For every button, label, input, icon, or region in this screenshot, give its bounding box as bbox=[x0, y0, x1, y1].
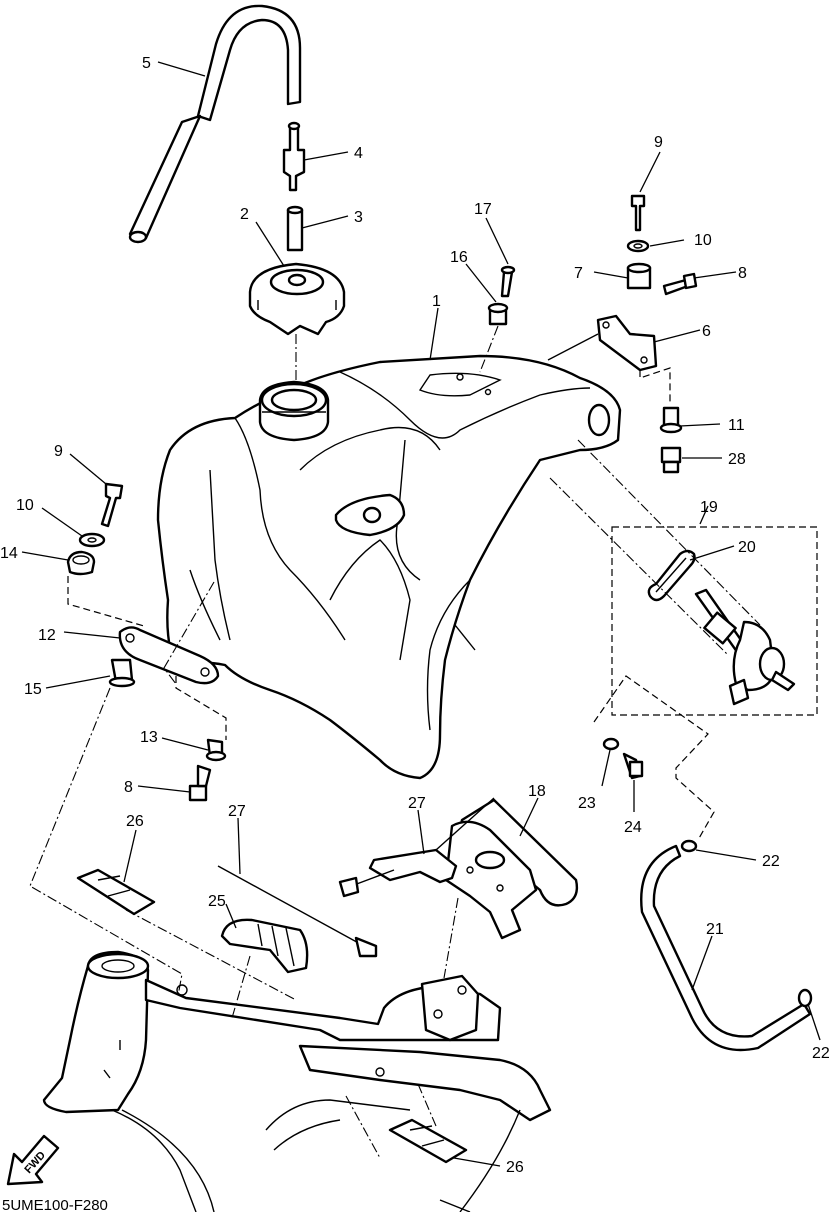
callout-8-left: 8 bbox=[124, 779, 133, 796]
bracket-12 bbox=[118, 626, 220, 685]
filler-neck bbox=[258, 380, 330, 442]
breather-hose bbox=[128, 4, 302, 244]
callout-27-right: 27 bbox=[408, 795, 426, 812]
collar-13 bbox=[205, 738, 227, 762]
fuel-cock-assembly-box bbox=[611, 526, 818, 716]
callout-14: 14 bbox=[0, 545, 18, 562]
washer-23 bbox=[602, 737, 620, 751]
bolt-9-top bbox=[630, 194, 646, 232]
callout-17: 17 bbox=[474, 201, 492, 218]
callout-28: 28 bbox=[728, 451, 746, 468]
fuel-tank bbox=[156, 354, 622, 780]
callout-27-left: 27 bbox=[228, 803, 246, 820]
callout-9-left: 9 bbox=[54, 443, 63, 460]
callout-21: 21 bbox=[706, 921, 724, 938]
fuel-cock-gasket bbox=[647, 549, 696, 602]
callout-13: 13 bbox=[140, 729, 158, 746]
frame bbox=[42, 950, 552, 1212]
collar-15 bbox=[108, 658, 136, 688]
callout-15: 15 bbox=[24, 681, 42, 698]
washer-10-left bbox=[78, 532, 106, 548]
screw-17 bbox=[500, 265, 516, 298]
band-27b bbox=[217, 865, 378, 958]
grommet-14 bbox=[66, 550, 96, 576]
callout-4: 4 bbox=[354, 145, 363, 162]
damper-25 bbox=[220, 918, 309, 974]
callout-10-top: 10 bbox=[694, 232, 712, 249]
bolt-8-left bbox=[188, 764, 212, 802]
callout-18: 18 bbox=[528, 783, 546, 800]
fuel-hose bbox=[640, 844, 812, 1052]
fuel-tank-cap bbox=[248, 262, 346, 336]
callout-22-upper: 22 bbox=[762, 853, 780, 870]
damper-26-bottom bbox=[388, 1118, 468, 1164]
callout-6: 6 bbox=[702, 323, 711, 340]
callout-3: 3 bbox=[354, 209, 363, 226]
bolt-24 bbox=[622, 752, 644, 780]
collar-7 bbox=[626, 262, 652, 290]
callout-1: 1 bbox=[432, 293, 441, 310]
callout-2: 2 bbox=[240, 206, 249, 223]
callout-5: 5 bbox=[142, 55, 151, 72]
callout-26-top: 26 bbox=[126, 813, 144, 830]
fwd-arrow-icon: FWD bbox=[6, 1134, 60, 1186]
fuel-hose-joint bbox=[286, 205, 304, 252]
callout-7: 7 bbox=[574, 265, 583, 282]
callout-22-lower: 22 bbox=[812, 1045, 830, 1062]
bolt-8-top bbox=[662, 272, 698, 296]
cover-18 bbox=[444, 798, 579, 940]
callout-19: 19 bbox=[700, 499, 718, 516]
callout-11: 11 bbox=[728, 417, 745, 434]
collar-11 bbox=[659, 406, 683, 434]
damper-26-top bbox=[76, 868, 156, 916]
callout-20: 20 bbox=[738, 539, 756, 556]
callout-12: 12 bbox=[38, 627, 56, 644]
callout-10-left: 10 bbox=[16, 497, 34, 514]
hose-clip-22a bbox=[680, 839, 698, 853]
fuel-cock bbox=[694, 588, 796, 706]
hose-clip-22b bbox=[797, 988, 813, 1008]
callout-25: 25 bbox=[208, 893, 226, 910]
callout-24: 24 bbox=[624, 819, 642, 836]
callout-16: 16 bbox=[450, 249, 468, 266]
callout-26-bottom: 26 bbox=[506, 1159, 524, 1176]
bracket-6 bbox=[596, 314, 658, 372]
callout-8-top: 8 bbox=[738, 265, 747, 282]
breather-fitting bbox=[282, 121, 306, 192]
drawing-code: 5UME100-F280 bbox=[2, 1197, 108, 1212]
washer-10-top bbox=[626, 239, 650, 253]
leader-lines bbox=[21, 61, 821, 1167]
callout-labels: 1 2 3 4 5 6 7 8 8 9 9 10 10 11 12 13 14 … bbox=[0, 55, 830, 1176]
bolt-9-left bbox=[100, 482, 124, 528]
bolt-28 bbox=[660, 446, 682, 474]
callout-9-top: 9 bbox=[654, 134, 663, 151]
callout-23: 23 bbox=[578, 795, 596, 812]
band-27a bbox=[338, 797, 495, 898]
damper-16 bbox=[487, 302, 509, 326]
